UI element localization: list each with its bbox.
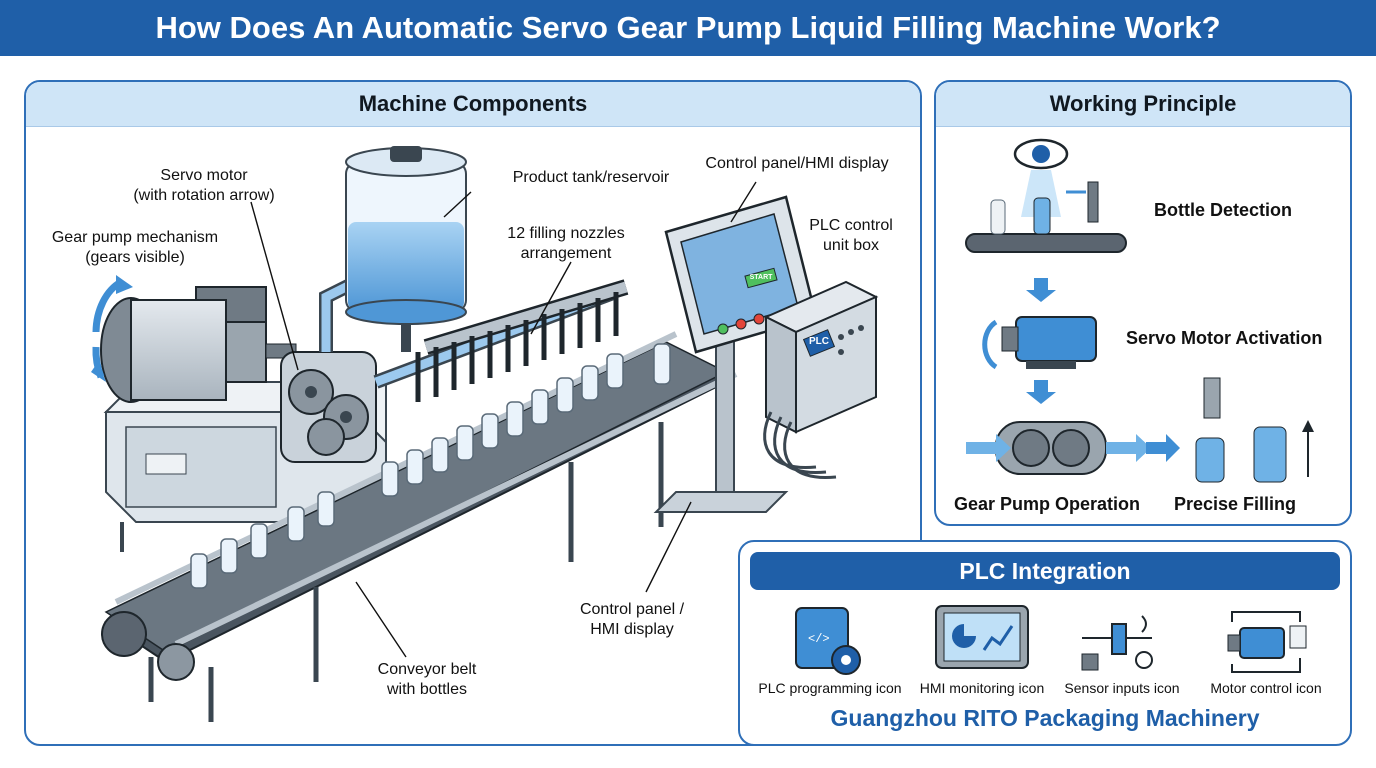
sensor-inputs-caption: Sensor inputs icon (1064, 680, 1180, 696)
bottle-row (190, 343, 671, 589)
svg-text:</>: </> (808, 632, 830, 646)
hmi-monitoring-caption: HMI monitoring icon (919, 680, 1045, 696)
motor-control-caption: Motor control icon (1210, 680, 1322, 696)
motor-control-icon (1227, 611, 1307, 673)
step-gear-pump: Gear Pump Operation (954, 494, 1141, 514)
machine-components-header: Machine Components (26, 82, 920, 127)
hmi-monitoring-icon (935, 605, 1029, 669)
plc-box-label: PLC control unit box (809, 217, 893, 254)
servo-motor-label: Servo motor (with rotation arrow) (133, 167, 275, 204)
eye-icon (1013, 138, 1069, 217)
filling-machine-illustration (91, 146, 879, 722)
detection-conveyor (965, 181, 1127, 253)
page-title: How Does An Automatic Servo Gear Pump Li… (0, 0, 1376, 56)
plc-programming-icon: </> (795, 607, 861, 675)
working-principle-panel: Working Principle (934, 80, 1352, 526)
plc-integration-panel: PLC Integration </> PLC programming icon… (738, 540, 1352, 746)
machine-components-panel: Machine Components (24, 80, 922, 746)
product-tank (345, 146, 467, 325)
sensor-inputs-icon (1081, 615, 1153, 671)
nozzles-label: 12 filling nozzles arrangement (507, 225, 625, 262)
working-principle-header: Working Principle (936, 82, 1350, 127)
plc-box (763, 280, 879, 480)
conveyor-label: Conveyor belt with bottles (377, 661, 477, 698)
leader-lines (250, 181, 757, 658)
nozzle-manifold (415, 279, 629, 402)
step-precise-filling: Precise Filling (1174, 494, 1297, 514)
step-bottle-detection: Bottle Detection (1154, 200, 1293, 220)
hmi-display (653, 195, 818, 513)
step-motor-icon (982, 316, 1097, 370)
principle-illustration (965, 138, 1314, 483)
conveyor-belt (101, 331, 738, 722)
gear-pump-label: Gear pump mechanism (gears visible) (51, 229, 219, 266)
step-filling-icon (1195, 377, 1314, 483)
hmi-start-text: START (749, 274, 773, 281)
hmi-top-label: Control panel/HMI display (705, 155, 889, 172)
tank-label: Product tank/reservoir (512, 169, 670, 186)
company-name: Guangzhou RITO Packaging Machinery (830, 705, 1260, 731)
servo-motor (91, 275, 297, 403)
plc-integration-header: PLC Integration (750, 552, 1340, 590)
plc-programming-caption: PLC programming icon (758, 680, 902, 696)
step-gear-pump-icon (966, 421, 1180, 475)
hmi-bottom-label: Control panel / HMI display (579, 601, 685, 638)
step-servo-activation: Servo Motor Activation (1126, 328, 1323, 348)
plc-box-text: PLC (809, 336, 829, 347)
gear-pump (280, 351, 377, 463)
